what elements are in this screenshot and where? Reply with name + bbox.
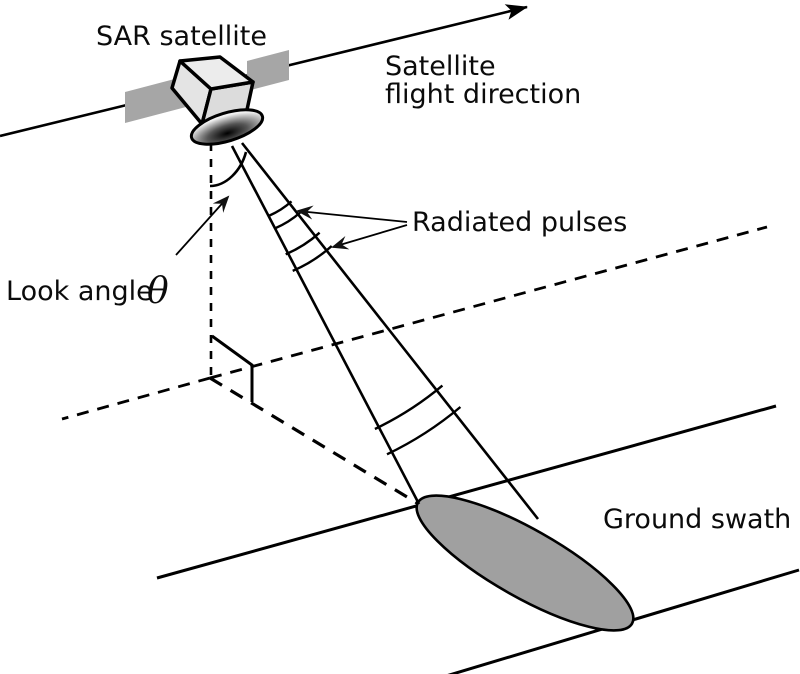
pulse-arc-1-outer [274,210,302,230]
radiated-pulse-arcs [268,200,462,456]
flight-direction-label-line2: flight direction [385,79,581,110]
pulse-arc-1-inner [268,200,293,217]
pulse-arc-2-outer [292,245,333,273]
radiated-pulses-label: Radiated pulses [412,207,627,238]
look-angle-pointer-arrow [175,195,230,256]
ground-range-dashed-line [209,376,418,505]
look-angle-theta-symbol: θ [147,271,169,312]
flight-direction-label-line1: Satellite [385,51,496,82]
sar-satellite-label: SAR satellite [96,21,267,52]
ground-swath-label: Ground swath [603,504,791,535]
right-angle-marker [211,334,254,402]
satellite-body-top-face [178,55,255,91]
radiated-pulses-pointer-arrow-lower [331,224,408,250]
look-angle-label: Look angle [6,276,153,307]
swath-track-line-upper [156,404,777,580]
ground-dashed-line-left [61,376,211,421]
look-angle-arc [209,151,248,188]
antenna-dish [189,108,265,146]
pulse-arc-2-inner [285,231,321,256]
pulse-arc-3-outer [386,406,462,456]
beam-edge-right [240,142,540,520]
ground-swath-ellipse [415,494,635,632]
radiated-pulses-pointer-arrow-upper [296,205,408,223]
pulse-arc-3-inner [374,384,444,431]
beam-edge-left [230,145,421,505]
solar-panel-right [247,50,289,91]
satellite [125,50,289,146]
